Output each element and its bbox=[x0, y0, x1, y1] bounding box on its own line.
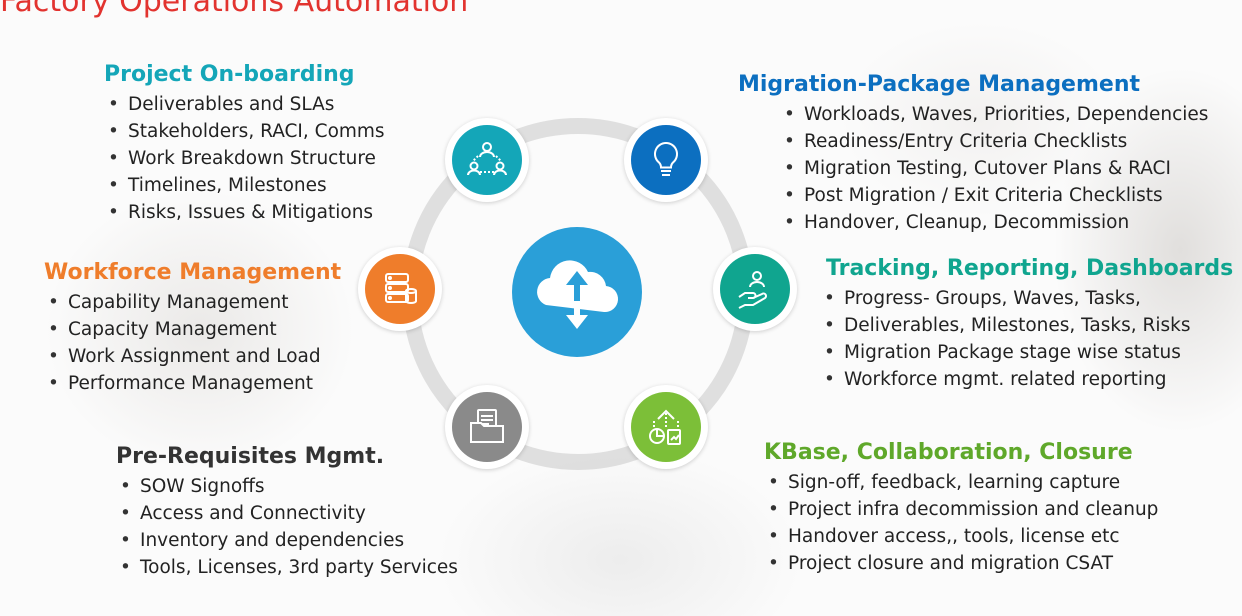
heading-project-onboarding: Project On-boarding bbox=[104, 62, 355, 87]
heading-kbase-collaboration: KBase, Collaboration, Closure bbox=[764, 440, 1133, 465]
list-item: Work Breakdown Structure bbox=[104, 145, 385, 172]
prereq-node bbox=[445, 385, 529, 469]
list-item: Stakeholders, RACI, Comms bbox=[104, 118, 385, 145]
hand-person-icon bbox=[738, 271, 767, 309]
list-item: Workloads, Waves, Priorities, Dependenci… bbox=[780, 101, 1208, 128]
group-tracking-reporting: Tracking, Reporting, Dashboards Progress… bbox=[824, 256, 1234, 393]
list-item: Progress- Groups, Waves, Tasks, bbox=[820, 285, 1233, 312]
list-kbase-collaboration: Sign-off, feedback, learning capture Pro… bbox=[764, 469, 1158, 577]
group-migration-package: Migration-Package Management Workloads, … bbox=[738, 72, 1208, 236]
list-item: Readiness/Entry Criteria Checklists bbox=[780, 128, 1208, 155]
list-item: Capacity Management bbox=[44, 316, 341, 343]
group-kbase-collaboration: KBase, Collaboration, Closure Sign-off, … bbox=[764, 440, 1158, 577]
list-workforce-management: Capability Management Capacity Managemen… bbox=[44, 289, 341, 397]
list-item: Tools, Licenses, 3rd party Services bbox=[116, 554, 458, 581]
list-item: Work Assignment and Load bbox=[44, 343, 341, 370]
heading-prerequisites: Pre-Requisites Mgmt. bbox=[116, 444, 385, 469]
kbase-node bbox=[624, 385, 708, 469]
page-title: Factory Operations Automation bbox=[0, 0, 469, 19]
list-item: Capability Management bbox=[44, 289, 341, 316]
list-item: Risks, Issues & Mitigations bbox=[104, 199, 385, 226]
list-project-onboarding: Deliverables and SLAs Stakeholders, RACI… bbox=[104, 91, 385, 226]
migration-node bbox=[624, 118, 708, 202]
list-prerequisites: SOW Signoffs Access and Connectivity Inv… bbox=[116, 473, 458, 581]
group-project-onboarding: Project On-boarding Deliverables and SLA… bbox=[104, 62, 385, 226]
list-migration-package: Workloads, Waves, Priorities, Dependenci… bbox=[780, 101, 1208, 236]
heading-workforce-management: Workforce Management bbox=[44, 260, 342, 285]
analytics-report-icon bbox=[649, 409, 681, 445]
list-item: Migration Package stage wise status bbox=[820, 339, 1233, 366]
group-prerequisites: Pre-Requisites Mgmt. SOW Signoffs Access… bbox=[116, 444, 458, 581]
tracking-node bbox=[713, 247, 797, 331]
group-workforce-management: Workforce Management Capability Manageme… bbox=[44, 260, 341, 397]
list-item: SOW Signoffs bbox=[116, 473, 458, 500]
list-item: Performance Management bbox=[44, 370, 341, 397]
folder-documents-icon bbox=[470, 409, 504, 443]
heading-migration-package: Migration-Package Management bbox=[738, 72, 1141, 97]
list-tracking-reporting: Progress- Groups, Waves, Tasks, Delivera… bbox=[820, 285, 1233, 393]
cloud-upload-download-icon bbox=[537, 260, 619, 329]
list-item: Access and Connectivity bbox=[116, 500, 458, 527]
list-item: Inventory and dependencies bbox=[116, 527, 458, 554]
list-item: Project closure and migration CSAT bbox=[764, 550, 1158, 577]
list-item: Deliverables, Milestones, Tasks, Risks bbox=[820, 312, 1233, 339]
people-network-icon bbox=[467, 142, 507, 176]
onboarding-node bbox=[445, 118, 529, 202]
lightbulb-icon bbox=[654, 141, 678, 176]
list-item: Project infra decommission and cleanup bbox=[764, 496, 1158, 523]
center-hub bbox=[512, 227, 642, 357]
list-item: Migration Testing, Cutover Plans & RACI bbox=[780, 155, 1208, 182]
list-item: Timelines, Milestones bbox=[104, 172, 385, 199]
database-server-icon bbox=[385, 273, 417, 304]
list-item: Handover access,, tools, license etc bbox=[764, 523, 1158, 550]
list-item: Handover, Cleanup, Decommission bbox=[780, 209, 1208, 236]
heading-tracking-reporting: Tracking, Reporting, Dashboards bbox=[826, 256, 1234, 281]
list-item: Post Migration / Exit Criteria Checklist… bbox=[780, 182, 1208, 209]
workforce-node bbox=[358, 247, 442, 331]
list-item: Workforce mgmt. related reporting bbox=[820, 366, 1233, 393]
list-item: Sign-off, feedback, learning capture bbox=[764, 469, 1158, 496]
list-item: Deliverables and SLAs bbox=[104, 91, 385, 118]
